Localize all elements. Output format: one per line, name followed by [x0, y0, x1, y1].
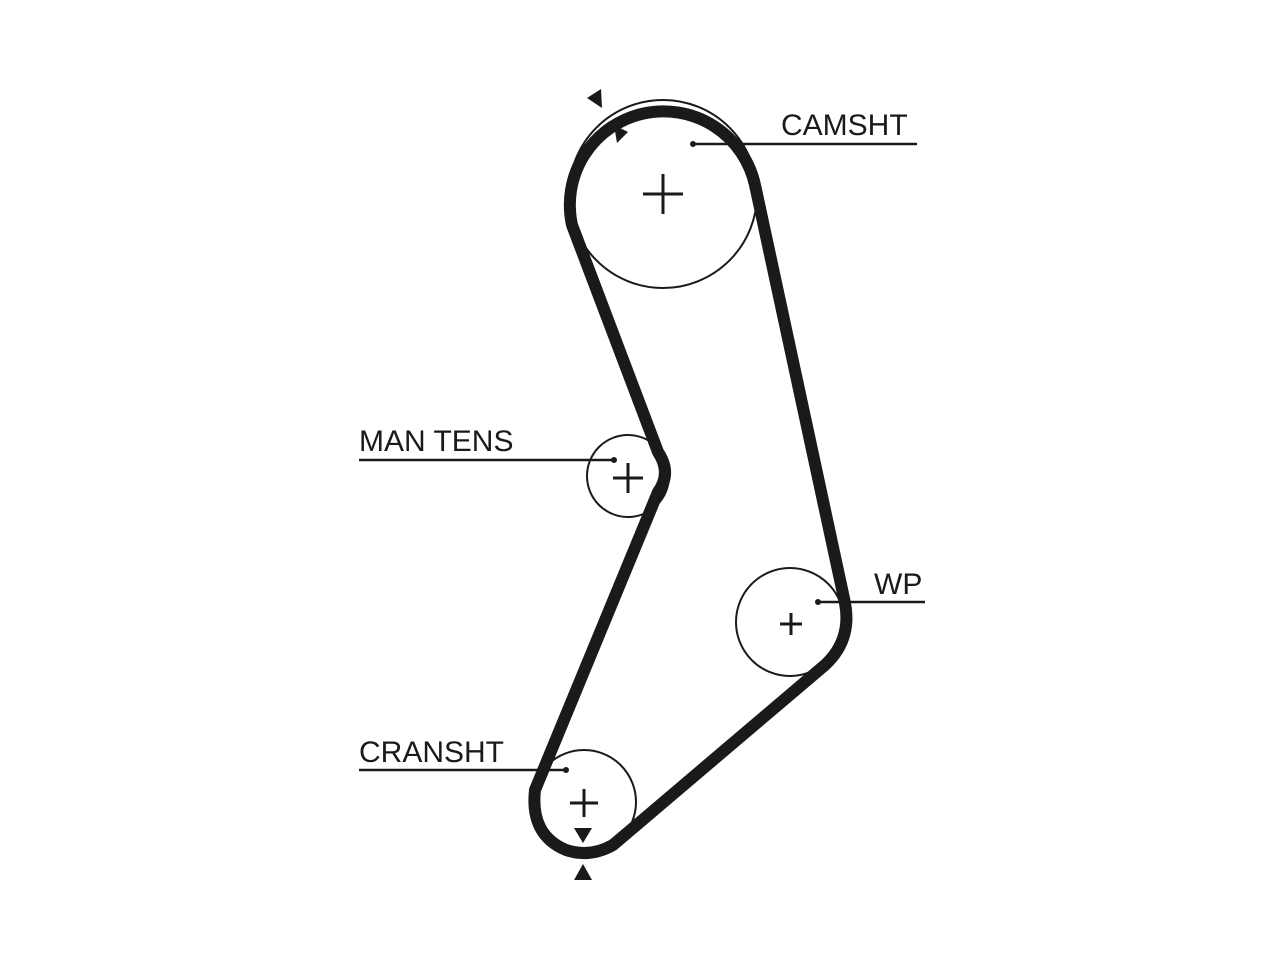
tensioner-leader: [359, 457, 617, 463]
tensioner-pulley: [586, 434, 670, 518]
crankshaft-leader: [359, 767, 569, 773]
camshaft-timing-mark-outer-icon: [587, 89, 602, 108]
manual-tensioner-label: MAN TENS: [359, 425, 513, 458]
camshaft-timing-mark-inner-icon: [614, 125, 628, 143]
camshaft-label: CAMSHT: [781, 109, 908, 142]
water-pump-pulley: [735, 567, 845, 677]
crankshaft-timing-mark-inner-icon: [574, 828, 592, 843]
crankshaft-timing-mark-outer-icon: [574, 864, 592, 880]
water-pump-label: WP: [874, 568, 922, 601]
timing-belt: [528, 105, 853, 860]
camshaft-pulley: [568, 99, 758, 289]
crankshaft-label: CRANSHT: [359, 736, 504, 769]
camshaft-leader: [690, 141, 917, 147]
water-pump-leader: [815, 599, 925, 605]
